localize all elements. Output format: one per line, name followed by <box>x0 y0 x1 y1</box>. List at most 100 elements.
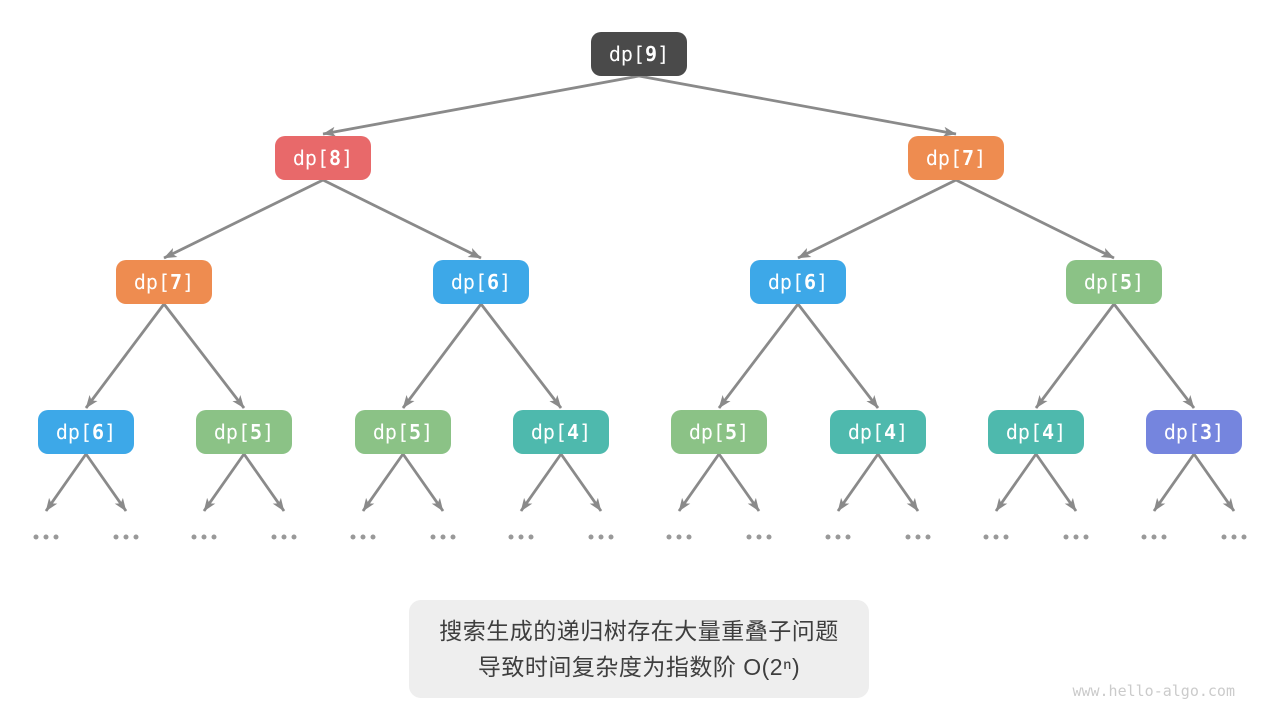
edge-arrow <box>163 178 324 260</box>
dot <box>905 534 911 540</box>
edge-arrow <box>44 453 88 512</box>
dot <box>113 534 119 540</box>
dot <box>191 534 197 540</box>
edge-arrow <box>876 453 920 512</box>
edge-arrow <box>796 303 880 409</box>
dot <box>1003 534 1009 540</box>
dot <box>33 534 39 540</box>
ellipsis-icon <box>33 534 59 540</box>
edge-arrow <box>322 178 482 260</box>
ellipsis-icon <box>1063 534 1089 540</box>
tree-node: dp[9] <box>591 32 687 76</box>
dot <box>1221 534 1227 540</box>
ellipsis-icon <box>983 534 1009 540</box>
tree-node: dp[5] <box>1066 260 1162 304</box>
tree-node: dp[4] <box>988 410 1084 454</box>
ellipsis-icon <box>191 534 217 540</box>
dot <box>825 534 831 540</box>
dot <box>430 534 436 540</box>
edge-arrow <box>717 453 761 512</box>
edge-arrow <box>1112 303 1196 409</box>
tree-node: dp[6] <box>38 410 134 454</box>
edge-arrow <box>717 303 800 409</box>
edge-arrow <box>559 453 603 512</box>
edge-arrow <box>797 178 957 260</box>
dot <box>123 534 129 540</box>
dot <box>528 534 534 540</box>
ellipsis-icon <box>905 534 931 540</box>
edge-arrow <box>84 303 166 409</box>
tree-node: dp[5] <box>196 410 292 454</box>
dot <box>1151 534 1157 540</box>
dot <box>370 534 376 540</box>
edge-arrow <box>162 303 246 409</box>
tree-node: dp[7] <box>116 260 212 304</box>
ellipsis-icon <box>666 534 692 540</box>
edge-arrow <box>361 453 405 512</box>
dot <box>845 534 851 540</box>
dot <box>915 534 921 540</box>
edge-arrow <box>401 453 445 512</box>
dot <box>925 534 931 540</box>
caption-box: 搜索生成的递归树存在大量重叠子问题 导致时间复杂度为指数阶 O(2ⁿ) <box>409 600 869 698</box>
dot <box>211 534 217 540</box>
dot <box>508 534 514 540</box>
dot <box>666 534 672 540</box>
dot <box>43 534 49 540</box>
watermark: www.hello-algo.com <box>1072 682 1235 700</box>
dot <box>201 534 207 540</box>
ellipsis-icon <box>1141 534 1167 540</box>
ellipsis-icon <box>508 534 534 540</box>
dot <box>360 534 366 540</box>
dot <box>1141 534 1147 540</box>
tree-node: dp[4] <box>830 410 926 454</box>
edge-arrow <box>1034 453 1078 512</box>
ellipsis-icon <box>746 534 772 540</box>
tree-node: dp[7] <box>908 136 1004 180</box>
edge-arrow <box>479 303 563 409</box>
caption-line-2: 导致时间复杂度为指数阶 O(2ⁿ) <box>477 654 801 680</box>
edge-arrow <box>519 453 563 512</box>
ellipsis-icon <box>113 534 139 540</box>
dot <box>271 534 277 540</box>
tree-node: dp[4] <box>513 410 609 454</box>
dot <box>1073 534 1079 540</box>
tree-node: dp[3] <box>1146 410 1242 454</box>
dot <box>676 534 682 540</box>
dot <box>518 534 524 540</box>
dot <box>983 534 989 540</box>
tree-node: dp[6] <box>433 260 529 304</box>
dot <box>1231 534 1237 540</box>
tree-node: dp[5] <box>355 410 451 454</box>
edge-arrow <box>84 453 128 512</box>
dot <box>993 534 999 540</box>
edge-arrow <box>994 453 1038 512</box>
dot <box>291 534 297 540</box>
edge-arrow <box>836 453 880 512</box>
ellipsis-icon <box>1221 534 1247 540</box>
dot <box>588 534 594 540</box>
edge-arrow <box>242 453 286 512</box>
ellipsis-icon <box>825 534 851 540</box>
edge-arrow <box>955 178 1115 260</box>
dot <box>608 534 614 540</box>
dot <box>440 534 446 540</box>
tree-node: dp[5] <box>671 410 767 454</box>
edge-arrow <box>1034 303 1116 409</box>
dot <box>1241 534 1247 540</box>
edge-arrow <box>1152 453 1196 512</box>
edge-arrow <box>202 453 246 512</box>
dot <box>756 534 762 540</box>
dot <box>133 534 139 540</box>
edge-arrow <box>638 74 957 137</box>
caption-line-1: 搜索生成的递归树存在大量重叠子问题 <box>439 618 839 644</box>
dot <box>766 534 772 540</box>
dot <box>281 534 287 540</box>
edge-arrow <box>322 74 640 137</box>
ellipsis-icon <box>430 534 456 540</box>
ellipsis-icon <box>588 534 614 540</box>
dot <box>53 534 59 540</box>
